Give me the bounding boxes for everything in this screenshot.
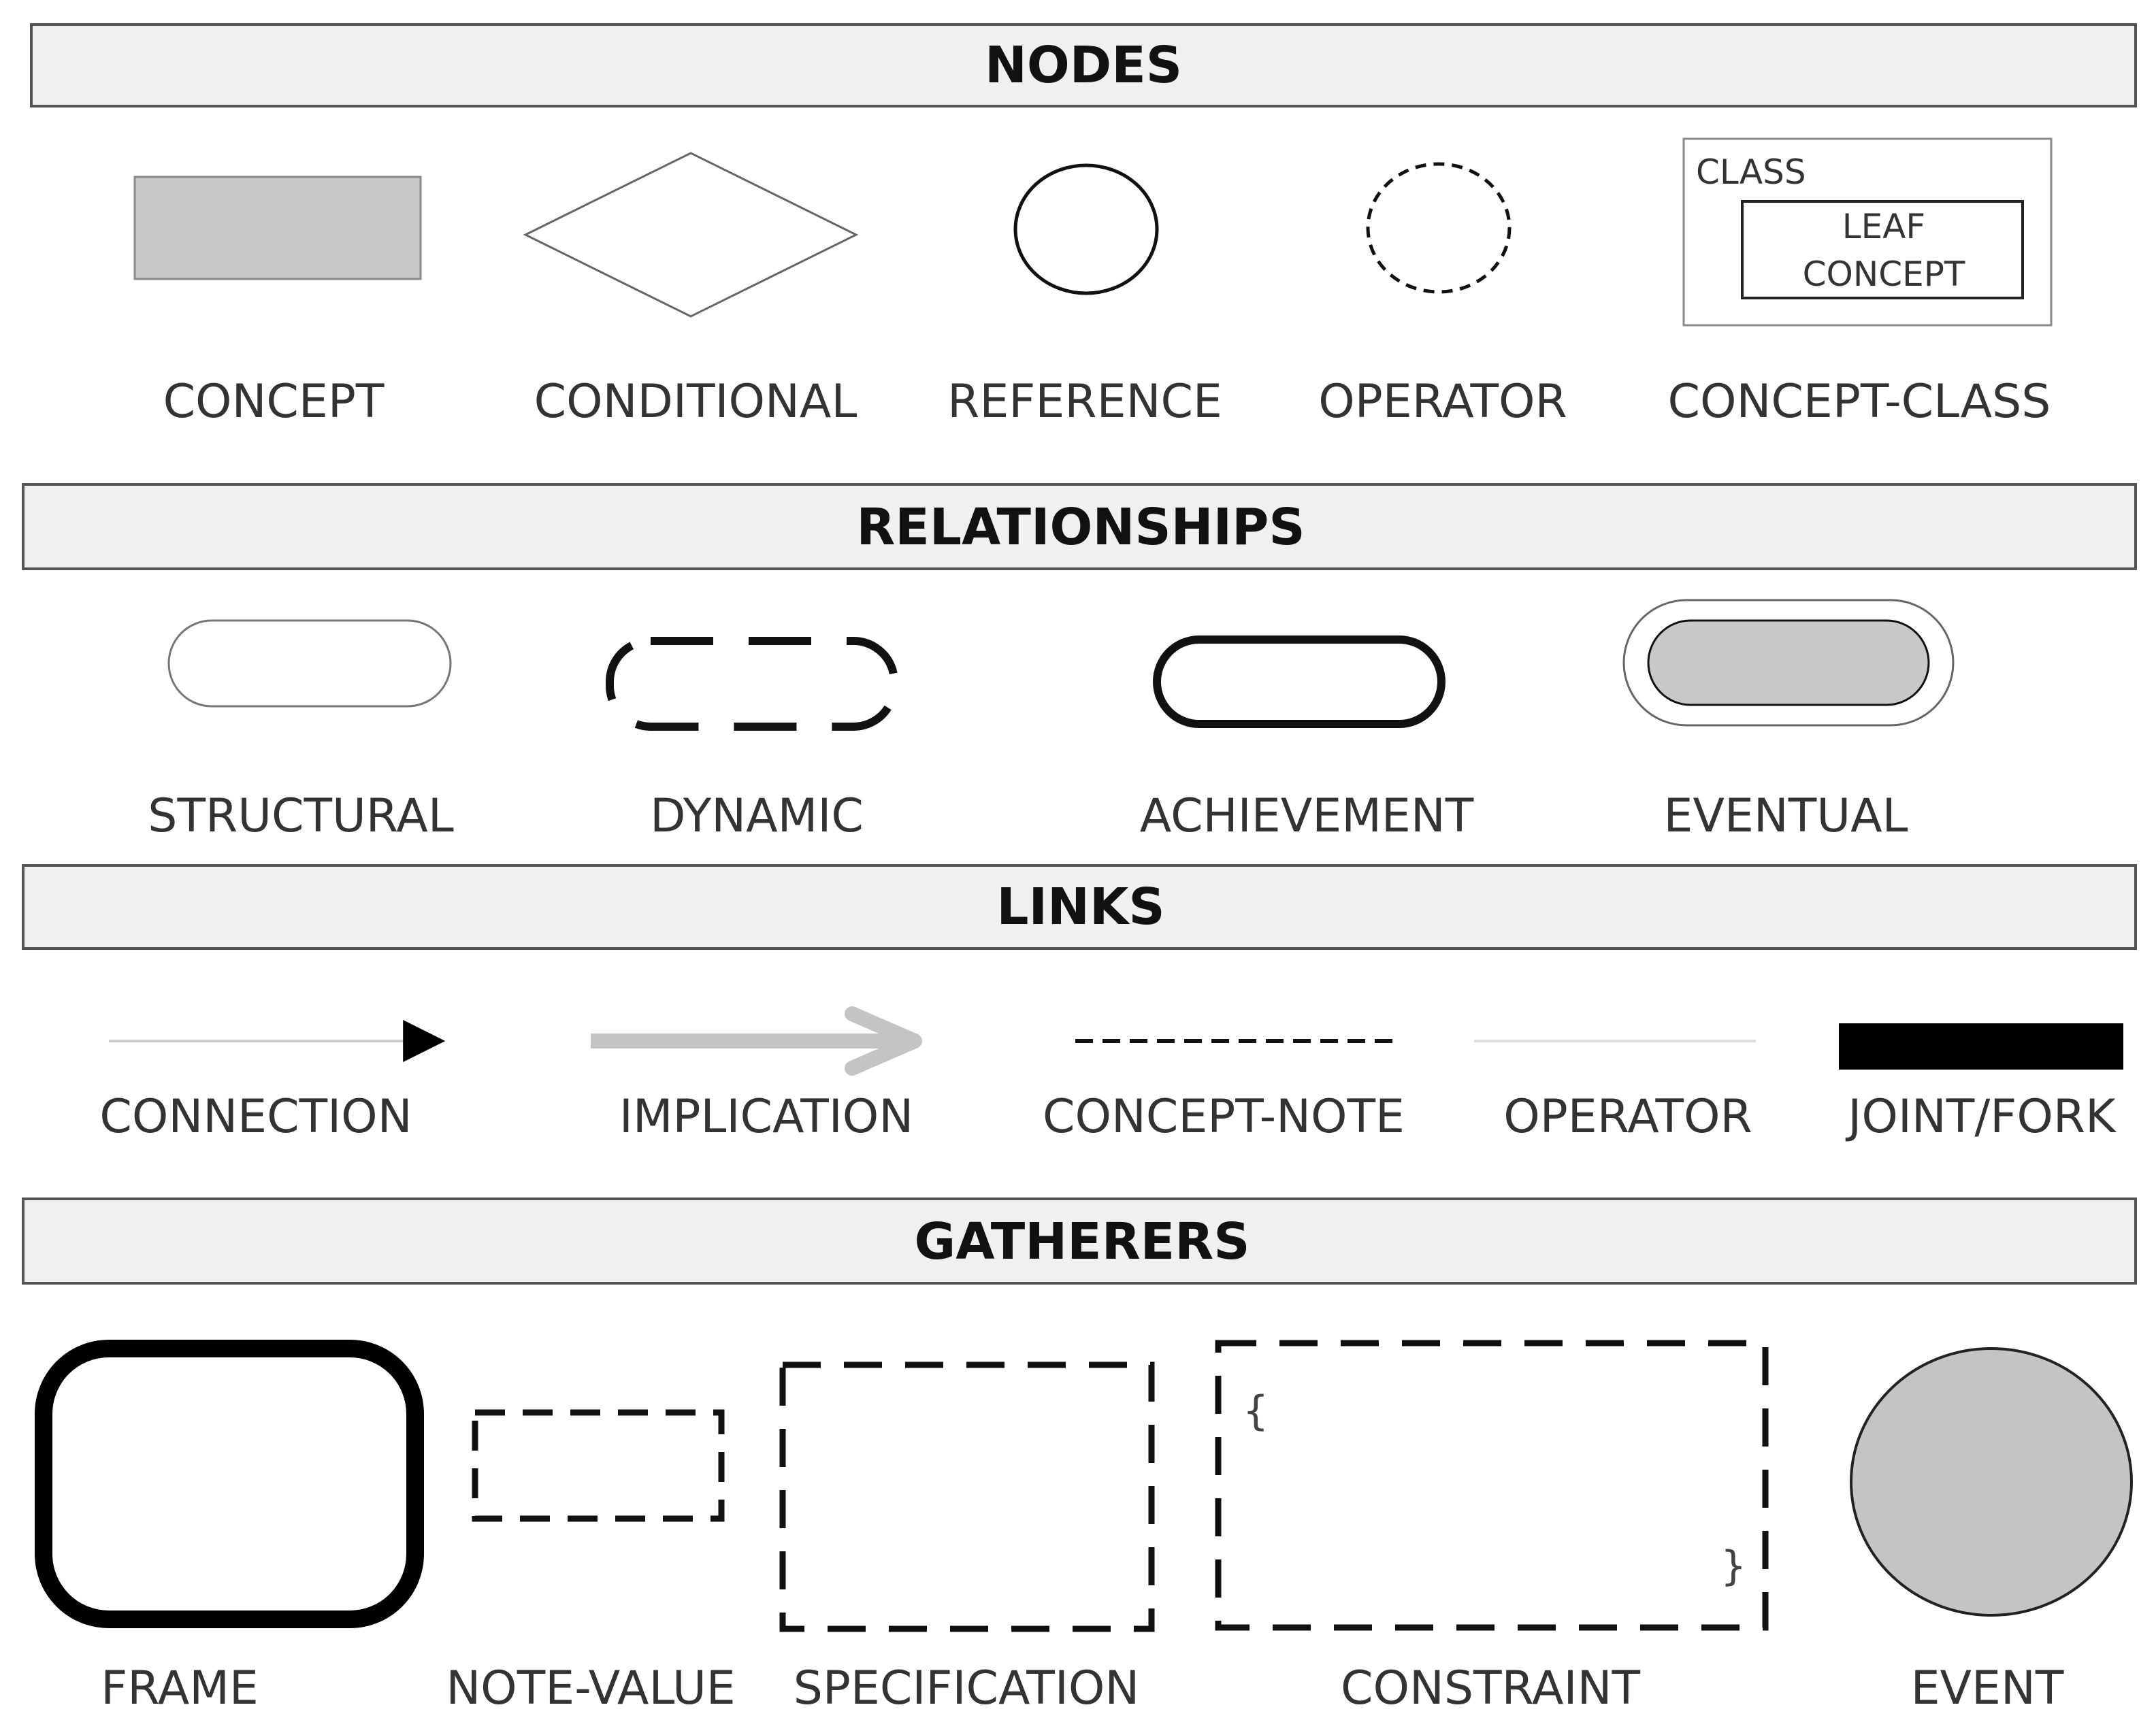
relationship-dynamic: DYNAMIC xyxy=(606,637,898,843)
relationships-header-bar xyxy=(22,483,2137,570)
eventual-label: EVENTUAL xyxy=(1663,789,1908,843)
implication-arrowhead xyxy=(845,1006,922,1076)
operator-label: OPERATOR xyxy=(1318,375,1567,429)
operator-shape xyxy=(1366,162,1512,294)
structural-label: STRUCTURAL xyxy=(148,789,454,843)
relationships-title: RELATIONSHIPS xyxy=(856,498,1305,557)
node-reference: REFERENCE xyxy=(947,163,1222,429)
constraint-open-brace: { xyxy=(1243,1387,1269,1435)
reference-label: REFERENCE xyxy=(947,375,1222,429)
conditional-label: CONDITIONAL xyxy=(534,375,858,429)
joint-fork-label: JOINT/FORK xyxy=(1845,1090,2117,1144)
dynamic-label: DYNAMIC xyxy=(650,789,864,843)
frame-label: FRAME xyxy=(101,1662,259,1715)
joint-fork-bar xyxy=(1839,1023,2123,1070)
relationship-eventual: EVENTUAL xyxy=(1622,599,1955,843)
specification-label: SPECIFICATION xyxy=(794,1662,1140,1715)
gatherer-note-value: NOTE-VALUE xyxy=(446,1409,736,1715)
leaf-label-line1: LEAF xyxy=(1842,207,1925,246)
frame-shape xyxy=(35,1340,424,1628)
concept-label: CONCEPT xyxy=(163,375,385,429)
dynamic-shape xyxy=(606,637,898,731)
node-operator: OPERATOR xyxy=(1318,162,1567,429)
link-implication: IMPLICATION xyxy=(591,1006,922,1144)
relationship-structural: STRUCTURAL xyxy=(148,619,454,843)
gatherers-header-bar xyxy=(22,1197,2137,1285)
gatherer-frame: FRAME xyxy=(35,1340,424,1715)
concept-note-label: CONCEPT-NOTE xyxy=(1043,1090,1405,1144)
links-title: LINKS xyxy=(996,878,1164,936)
note-value-shape xyxy=(472,1409,725,1522)
eventual-inner-shape xyxy=(1647,619,1930,706)
nodes-title: NODES xyxy=(985,36,1182,95)
node-conditional: CONDITIONAL xyxy=(523,152,859,429)
link-concept-note: CONCEPT-NOTE xyxy=(1043,1039,1405,1144)
relationship-achievement: ACHIEVEMENT xyxy=(1140,635,1474,843)
operator-link-label: OPERATOR xyxy=(1503,1090,1752,1144)
link-operator: OPERATOR xyxy=(1474,1040,1756,1144)
reference-shape xyxy=(1013,163,1159,295)
link-joint-fork: JOINT/FORK xyxy=(1839,1023,2123,1144)
constraint-label: CONSTRAINT xyxy=(1341,1662,1641,1715)
gatherer-constraint: { } CONSTRAINT xyxy=(1215,1340,1769,1715)
achievement-shape xyxy=(1153,635,1446,728)
conditional-shape xyxy=(523,152,859,318)
link-connection: CONNECTION xyxy=(99,1020,446,1144)
links-header-bar xyxy=(22,864,2137,950)
concept-shape xyxy=(133,176,422,280)
node-concept-class: CLASS LEAF CONCEPT CONCEPT-CLASS xyxy=(1668,137,2053,429)
nodes-header-bar xyxy=(30,23,2137,108)
structural-shape xyxy=(167,619,452,708)
constraint-close-brace: } xyxy=(1720,1542,1746,1590)
links-section: LINKS CONNECTION IMPLICATION CONCEPT-NOT… xyxy=(22,864,2137,1144)
connection-label: CONNECTION xyxy=(99,1090,412,1144)
leaf-label-line2: CONCEPT xyxy=(1803,254,1965,294)
event-label: EVENT xyxy=(1911,1662,2064,1715)
achievement-label: ACHIEVEMENT xyxy=(1140,789,1474,843)
class-label: CLASS xyxy=(1696,152,1806,192)
leaf-concept-box xyxy=(1741,200,2024,299)
note-value-label: NOTE-VALUE xyxy=(446,1662,735,1715)
constraint-shape xyxy=(1215,1340,1769,1631)
implication-label: IMPLICATION xyxy=(619,1090,913,1144)
gatherers-section: GATHERERS FRAME NOTE-VALUE SPECIFICATION… xyxy=(22,1197,2137,1715)
node-concept: CONCEPT xyxy=(133,176,422,429)
nodes-section: NODES CONCEPT CONDITIONAL REFERENCE OPER… xyxy=(30,23,2137,429)
event-shape xyxy=(1850,1347,2133,1617)
concept-class-label: CONCEPT-CLASS xyxy=(1668,375,2051,429)
gatherer-specification: SPECIFICATION xyxy=(779,1361,1155,1715)
relationships-section: RELATIONSHIPS STRUCTURAL DYNAMIC ACHIEVE… xyxy=(22,483,2137,843)
gatherer-event: EVENT xyxy=(1850,1347,2133,1715)
gatherers-title: GATHERERS xyxy=(914,1212,1250,1271)
specification-shape xyxy=(779,1361,1155,1632)
